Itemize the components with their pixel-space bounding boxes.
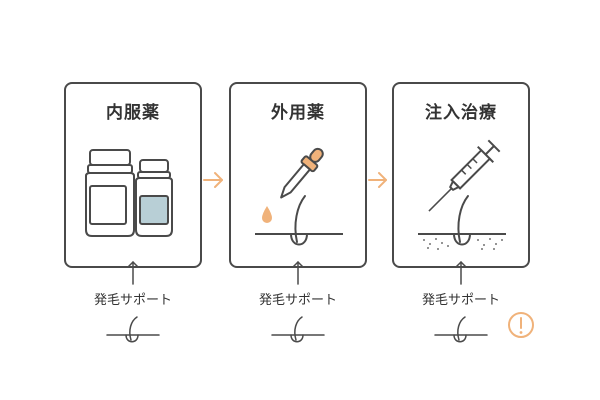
- syringe-icon: [418, 139, 506, 250]
- support-label-injection: 発毛サポート: [421, 293, 500, 308]
- up-arrow-icon: [455, 260, 467, 285]
- card-oral-medicine: 内服薬: [64, 82, 202, 268]
- hair-follicle-icon: [106, 316, 160, 343]
- support-label-oral: 発毛サポート: [93, 293, 172, 308]
- warning-icon: [508, 312, 534, 338]
- up-arrow-icon: [292, 260, 304, 285]
- card-title-topical: 外用薬: [271, 103, 325, 123]
- up-arrow-icon: [127, 260, 139, 285]
- card-title-injection: 注入治療: [425, 103, 497, 123]
- hair-follicle-icon: [271, 316, 325, 343]
- pill-bottles-icon: [85, 149, 173, 237]
- hair-follicle-icon: [434, 316, 488, 343]
- dropper-icon: [255, 147, 343, 246]
- card-topical-medicine: 外用薬: [229, 82, 367, 268]
- flow-arrow-icon: [203, 172, 223, 188]
- card-title-oral: 内服薬: [106, 103, 160, 123]
- flow-arrow-icon: [368, 172, 387, 188]
- support-label-topical: 発毛サポート: [258, 293, 337, 308]
